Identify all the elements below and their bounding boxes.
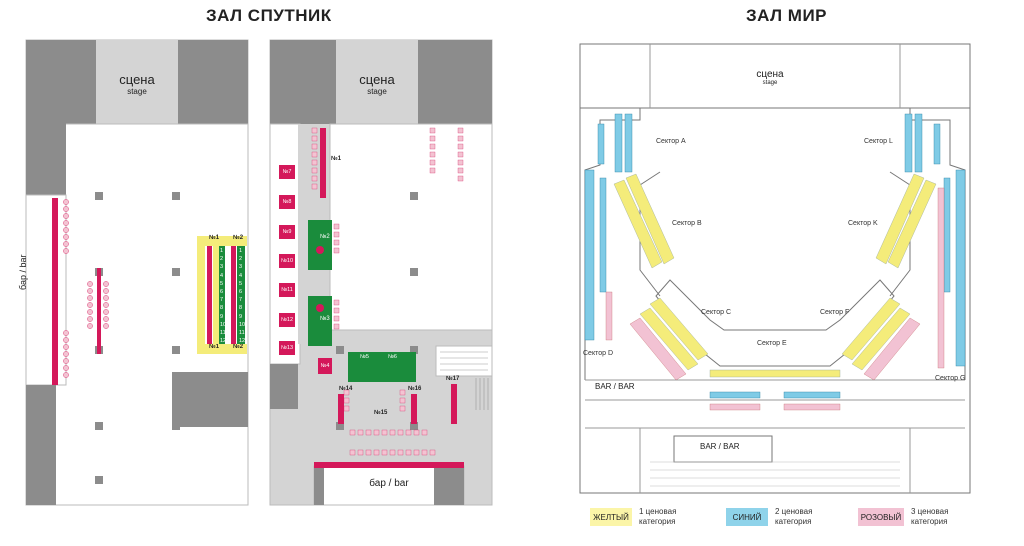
table-5: №5 [360,354,369,360]
table-14: №14 [339,386,353,392]
table-n1: №1 [331,156,342,162]
sputnik-bar-left: бар / bar [18,254,28,290]
box-label-2: №2 [233,235,244,241]
table-8[interactable]: №8 [279,195,295,209]
table-2: №2 [320,234,330,240]
sector-l[interactable]: Сектор L [864,138,893,145]
legend-yellow-text2: категория [639,517,676,526]
sputnik-title: ЗАЛ СПУТНИК [206,6,332,25]
legend-yellow: ЖЕЛТЫЙ [590,508,632,526]
sputnik-stage-right-ru: сцена [359,72,395,87]
sputnik-plan-left [25,39,249,506]
legend-blue: СИНИЙ [726,508,768,526]
table-3-block[interactable]: №3 [308,296,332,346]
table-17: №17 [446,376,460,382]
sputnik-right-seats [311,127,464,456]
sputnik-stage-left-en: stage [127,87,147,96]
sputnik-stage-right-en: stage [367,87,387,96]
sector-a[interactable]: Сектор A [656,138,686,145]
table-56-block[interactable]: №5 №6 [348,352,416,382]
sector-c[interactable]: Сектор C [701,309,732,316]
table-7[interactable]: №7 [279,165,295,179]
table-3: №3 [320,316,330,322]
table-16: №16 [408,386,422,392]
table-13[interactable]: №13 [279,341,295,355]
legend-pink: РОЗОВЫЙ [858,508,904,526]
sputnik-pink-seats [63,199,109,378]
box-label-1: №1 [209,235,220,241]
table-4[interactable]: №4 [318,358,332,374]
legend-pink-text2: категория [911,517,948,526]
sector-f[interactable]: Сектор F [820,309,850,316]
legend-blue-text1: 2 ценовая [775,507,813,516]
table-2-block[interactable]: №2 [308,220,332,270]
table-9[interactable]: №9 [279,225,295,239]
sputnik-stage-left-ru: сцена [119,72,155,87]
sector-g[interactable]: Сектор G [935,375,966,382]
sputnik-bar-right: бар / bar [369,478,409,489]
table-6: №6 [388,354,397,360]
table-12[interactable]: №12 [279,313,295,327]
mir-title: ЗАЛ МИР [746,6,828,25]
mir-seats [584,113,966,411]
mir-bar-2: BAR / BAR [700,442,740,451]
legend-blue-text2: категория [775,517,812,526]
legend-pink-text1: 3 ценовая [911,507,949,516]
table-15: №15 [374,410,388,416]
table-11[interactable]: №11 [279,283,295,297]
mir-bar-1: BAR / BAR [595,382,635,391]
table-10[interactable]: №10 [279,254,295,268]
mir-stage-ru: сцена [756,69,784,80]
mir-stage-en: stage [762,80,778,86]
sector-k[interactable]: Сектор K [848,220,878,227]
legend-yellow-text1: 1 ценовая [639,507,677,516]
sector-e[interactable]: Сектор E [757,340,787,347]
sector-b[interactable]: Сектор B [672,220,702,227]
sector-d[interactable]: Сектор D [583,350,614,357]
